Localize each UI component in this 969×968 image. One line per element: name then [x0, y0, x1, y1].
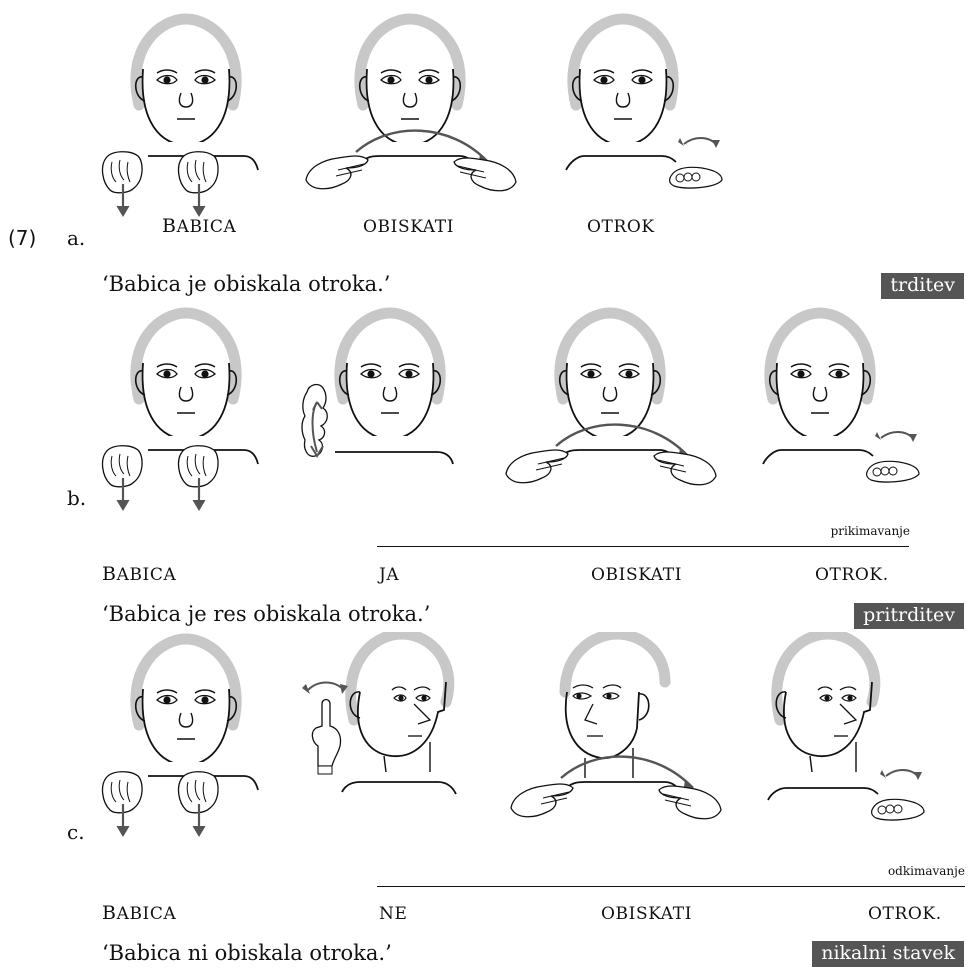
- row-b-sign-ja: [295, 306, 470, 476]
- row-b-gloss-4: OTROK.: [815, 565, 889, 585]
- row-c-gloss-3: OBISKATI: [601, 904, 692, 924]
- row-c-gloss-2: NE: [379, 904, 408, 924]
- row-b-gloss-3: OBISKATI: [591, 565, 682, 585]
- row-c-sign-otrok: [760, 632, 940, 827]
- row-b-sign-obiskati: [500, 306, 720, 501]
- row-c-label: c.: [67, 820, 85, 844]
- row-b-label: b.: [67, 486, 86, 510]
- row-a-label: a.: [67, 226, 85, 250]
- row-c-tag: nikalni stavek: [812, 941, 964, 967]
- row-c-gloss-1: BABICA: [102, 902, 176, 924]
- row-a-translation: ‘Babica je obiskala otroka.’: [102, 272, 390, 296]
- row-c-nonmanual-line: [377, 886, 965, 887]
- row-b-sign-otrok: [755, 306, 935, 486]
- row-b-translation: ‘Babica je res obiskala otroka.’: [102, 602, 430, 626]
- row-c-sign-ne: [298, 632, 478, 802]
- row-a-tag: trditev: [881, 273, 964, 299]
- row-a-sign-otrok: [558, 12, 738, 192]
- row-b-nonmanual-label: prikimavanje: [831, 524, 910, 538]
- row-c-gloss-4: OTROK.: [868, 904, 942, 924]
- row-c-sign-obiskati: [505, 632, 725, 842]
- row-a-sign-babica: [96, 12, 266, 217]
- example-number: (7): [8, 226, 36, 250]
- row-c-translation: ‘Babica ni obiskala otroka.’: [102, 941, 392, 965]
- row-b-gloss-2: JA: [379, 565, 399, 585]
- row-a-gloss-2: OBISKATI: [363, 217, 454, 237]
- row-a-gloss-1: BABICA: [162, 215, 236, 237]
- row-b-tag: pritrditev: [854, 603, 964, 629]
- row-a-sign-obiskati: [300, 12, 520, 207]
- row-b-nonmanual-line: [377, 546, 909, 547]
- row-a-gloss-3: OTROK: [587, 217, 655, 237]
- row-c-sign-babica: [96, 632, 266, 837]
- row-c-nonmanual-label: odkimavanje: [888, 864, 965, 878]
- row-b-gloss-1: BABICA: [102, 563, 176, 585]
- row-b-sign-babica: [96, 306, 266, 511]
